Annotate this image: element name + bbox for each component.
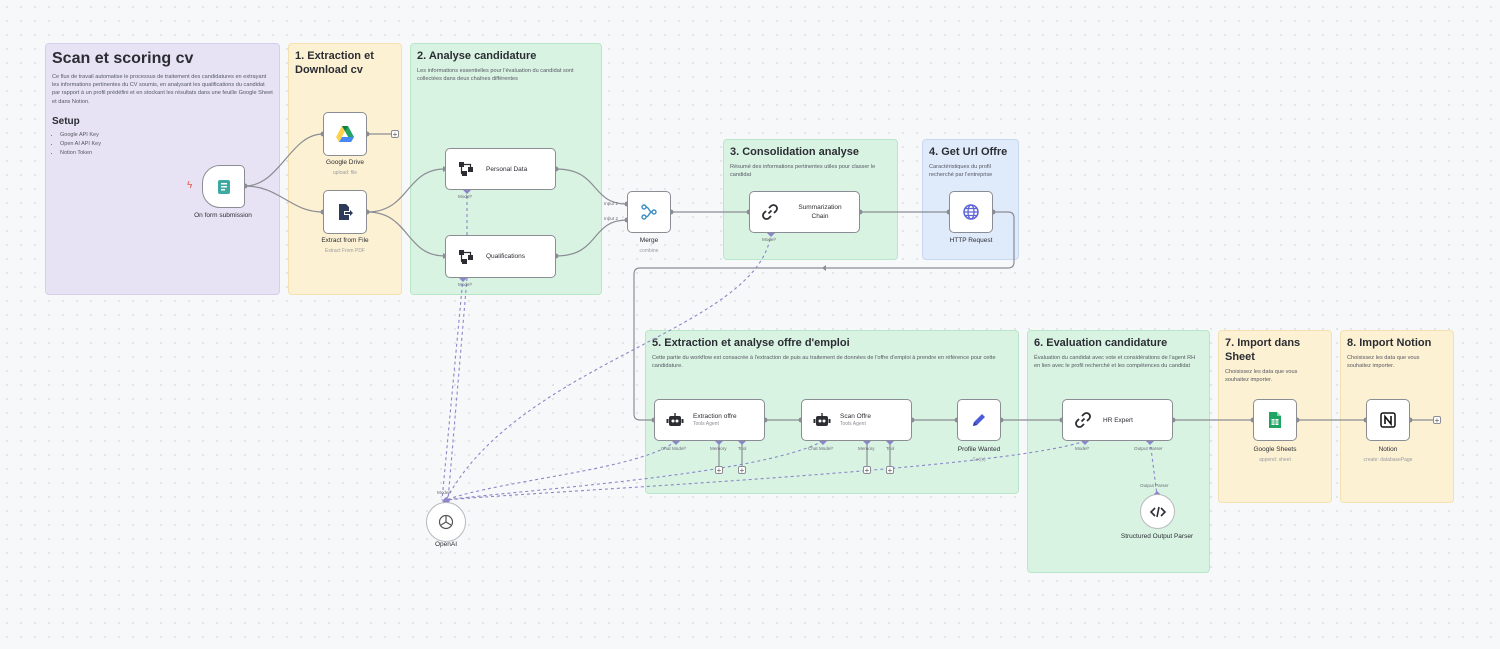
add-node-button[interactable]: + [1433, 416, 1441, 425]
port-label: Input 2 [604, 216, 619, 221]
node-label: Profile Wanted Set(x) [957, 446, 1001, 463]
node-google-drive[interactable] [323, 112, 367, 156]
node-merge[interactable] [627, 191, 671, 233]
node-label: Extraction offre [693, 413, 737, 420]
port-label: Chat Model* [808, 446, 834, 451]
node-profile-wanted[interactable] [957, 399, 1001, 441]
add-tool-button[interactable]: + [738, 466, 746, 475]
node-scan-offre[interactable]: Scan Offre Tools Agent [801, 399, 912, 441]
note-description: Choisissez les data que vous souhaitez i… [1347, 355, 1420, 370]
node-label: Summarization Chain [798, 204, 842, 220]
port-label: Tool [738, 446, 747, 451]
note-title: 6. Evaluation candidature [1034, 337, 1168, 349]
chain-link-icon [1075, 412, 1091, 428]
node-notion[interactable] [1366, 399, 1410, 441]
setup-item: Notion Token [60, 149, 273, 158]
ai-connection-qualif-model [441, 277, 464, 501]
code-icon [1149, 506, 1166, 517]
note-description: Évaluation du candidat avec vote et cons… [1034, 355, 1196, 370]
note-title: 5. Extraction et analyse offre d'emploi [652, 337, 850, 349]
node-label: HR Expert [1103, 416, 1133, 424]
node-hr-expert[interactable]: HR Expert [1062, 399, 1173, 441]
note-description: Caractéristiques du profil recherché par… [929, 164, 993, 179]
port-label: Model* [1075, 446, 1090, 451]
google-drive-icon [336, 126, 354, 142]
port-label: Chat Model* [661, 446, 687, 451]
node-label: Merge combine [639, 237, 659, 254]
note-title: 2. Analyse candidature [417, 50, 537, 62]
node-label: Scan Offre [840, 413, 871, 420]
setup-item: Open AI API Key [60, 140, 273, 149]
note-title: 3. Consolidation analyse [730, 146, 859, 158]
node-label: Google Drive upload: file [326, 159, 364, 176]
setup-list: Google API Key Open AI API Key Notion To… [60, 131, 273, 158]
setup-item: Google API Key [60, 131, 273, 140]
port-label: Model* [458, 194, 473, 199]
port-label: Output Parser [1134, 446, 1163, 451]
add-node-button[interactable]: + [391, 130, 399, 139]
add-memory-button[interactable]: + [863, 466, 871, 475]
note-title: 1. Extraction et Download cv [295, 50, 374, 76]
node-label: Notion create: databasePage [1363, 446, 1413, 463]
note-description: Les informations essentielles pour l'éva… [417, 68, 574, 83]
node-personal-data[interactable]: Personal Data [445, 148, 556, 190]
openai-icon [438, 514, 454, 530]
pencil-icon [973, 414, 985, 426]
node-label: HTTP Request [949, 237, 993, 244]
add-tool-button[interactable]: + [886, 466, 894, 475]
robot-icon [666, 413, 684, 426]
ai-connection-offre-model [445, 440, 677, 501]
port-label: Input 1 [604, 201, 619, 206]
port-label: Memory [710, 446, 727, 451]
globe-icon [963, 204, 979, 220]
port-label: Output Parser [1140, 483, 1169, 488]
note-title: 7. Import dans Sheet [1225, 337, 1301, 363]
node-sublabel: Tools Agent [840, 421, 866, 427]
port-label: Model* [762, 237, 777, 242]
node-http-request[interactable] [949, 191, 993, 233]
node-label: OpenAI [434, 541, 458, 548]
note-description: Choisissez les data que vous souhaitez i… [1225, 369, 1298, 384]
node-sublabel: Tools Agent [693, 421, 719, 427]
setup-title: Setup [52, 115, 80, 127]
add-memory-button[interactable]: + [715, 466, 723, 475]
port-label: Tool [886, 446, 895, 451]
notion-icon [1380, 412, 1396, 428]
trigger-bolt-icon: ϟ [187, 180, 193, 191]
node-extraction-offre[interactable]: Extraction offre Tools Agent [654, 399, 765, 441]
chain-link-icon [762, 204, 778, 220]
file-export-icon [339, 204, 353, 220]
note-title: 4. Get Url Offre [929, 146, 1008, 158]
node-label: Google Sheets append: sheet [1253, 446, 1297, 463]
information-extractor-icon [459, 162, 473, 176]
node-label: On form submission [194, 212, 252, 219]
node-label: Extract from File Extract From PDF [321, 237, 369, 254]
note-title: 8. Import Notion [1347, 337, 1432, 349]
form-icon [217, 179, 230, 194]
node-label: Personal Data [486, 165, 528, 173]
port-label: Memory [858, 446, 875, 451]
note-description: Cette partie du workflow est consacrée à… [652, 355, 996, 370]
node-label: Qualifications [486, 253, 526, 260]
note-title: Scan et scoring cv [52, 50, 194, 67]
robot-icon [813, 413, 831, 426]
port-label: Model* [458, 282, 473, 287]
ai-connection-qualif-model2 [447, 277, 468, 501]
merge-icon [641, 204, 657, 220]
node-google-sheets[interactable] [1253, 399, 1297, 441]
node-label: Structured Output Parser [1120, 533, 1194, 540]
node-openai[interactable] [426, 502, 466, 542]
node-qualifications[interactable]: Qualifications [445, 235, 556, 278]
node-structured-output-parser[interactable] [1140, 494, 1175, 529]
node-on-form-submission[interactable] [202, 165, 245, 208]
node-summarization-chain[interactable]: Summarization Chain [749, 191, 860, 233]
information-extractor-icon [459, 249, 473, 264]
note-description: Résumé des informations pertinentes util… [730, 164, 876, 179]
node-extract-from-file[interactable] [323, 190, 367, 234]
note-description: Ce flux de travail automatise le process… [52, 74, 273, 105]
google-sheets-icon [1269, 412, 1281, 428]
port-label: Model* [437, 490, 452, 495]
